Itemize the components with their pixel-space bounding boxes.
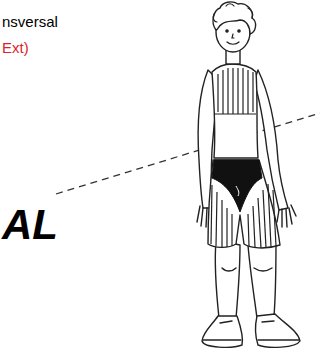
note-label: Ext) xyxy=(2,40,29,57)
heading-fragment: AL xyxy=(2,202,58,248)
briefs-mark xyxy=(236,186,239,196)
briefs xyxy=(212,160,262,212)
woman-figure xyxy=(197,2,300,347)
axis-label: nsversal xyxy=(2,14,58,31)
face xyxy=(213,4,253,45)
stripes xyxy=(211,68,276,248)
